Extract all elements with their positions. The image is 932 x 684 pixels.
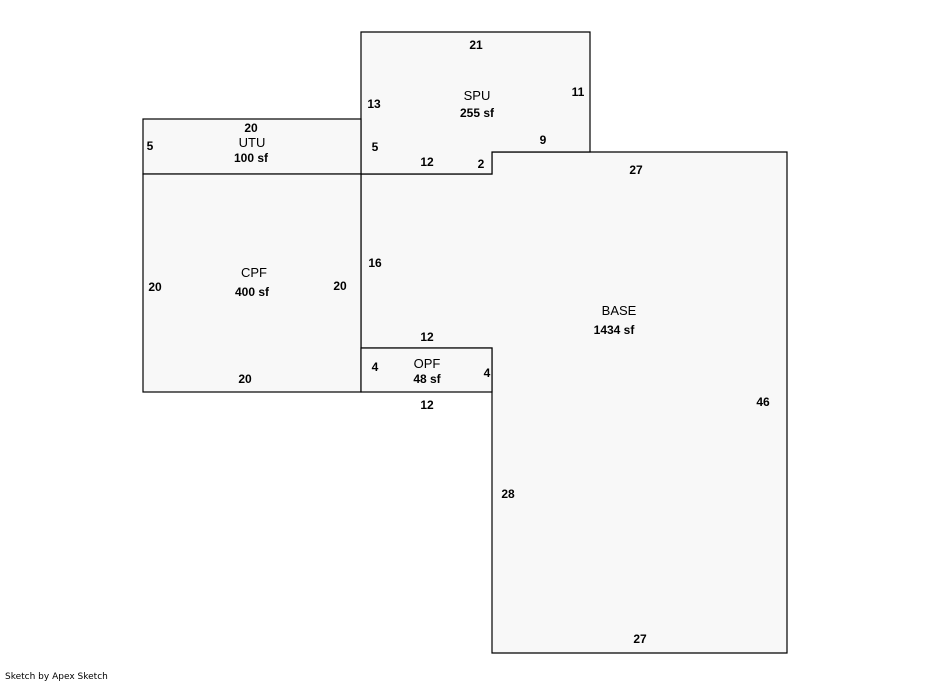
- dim-spu-left: 13: [367, 97, 381, 111]
- spu-area-name: SPU: [464, 88, 491, 103]
- dim-base-top: 27: [629, 163, 643, 177]
- dim-cpf-left: 20: [148, 280, 162, 294]
- dim-opf-left: 4: [372, 360, 379, 374]
- utu-area-name: UTU: [239, 135, 266, 150]
- opf-area-name: OPF: [414, 356, 441, 371]
- dim-opf-bottom: 12: [420, 398, 434, 412]
- spu-area-size: 255 sf: [460, 106, 495, 120]
- dim-utu-right: 5: [372, 140, 379, 154]
- dim-spu-bottom: 12: [420, 155, 434, 169]
- dim-spu-jog: 2: [478, 157, 485, 171]
- dim-base-right: 46: [756, 395, 770, 409]
- cpf-area-name: CPF: [241, 265, 267, 280]
- sketch-credit: Sketch by Apex Sketch: [5, 672, 108, 682]
- dim-spu-top: 21: [469, 38, 483, 52]
- utu-area-shape: [142, 118, 362, 175]
- dim-spu-step: 9: [540, 133, 547, 147]
- dim-opf-right: 4: [484, 366, 491, 380]
- dim-utu-top: 20: [244, 121, 258, 135]
- dim-cpf-bottom: 20: [238, 372, 252, 386]
- dim-base-left-lower: 28: [501, 487, 515, 501]
- dim-utu-left: 5: [147, 139, 154, 153]
- dim-spu-right: 11: [572, 85, 585, 99]
- dim-cpf-right: 20: [333, 279, 347, 293]
- dim-base-notch-top: 12: [420, 330, 434, 344]
- dim-base-left-upper: 16: [368, 256, 382, 270]
- base-area-name: BASE: [602, 303, 637, 318]
- cpf-area-shape: [142, 173, 362, 393]
- opf-area-shape: [360, 347, 493, 393]
- dim-base-bottom: 27: [633, 632, 647, 646]
- utu-area-size: 100 sf: [234, 151, 269, 165]
- opf-area-size: 48 sf: [413, 372, 441, 386]
- cpf-area-size: 400 sf: [235, 285, 270, 299]
- base-area-size: 1434 sf: [594, 323, 636, 337]
